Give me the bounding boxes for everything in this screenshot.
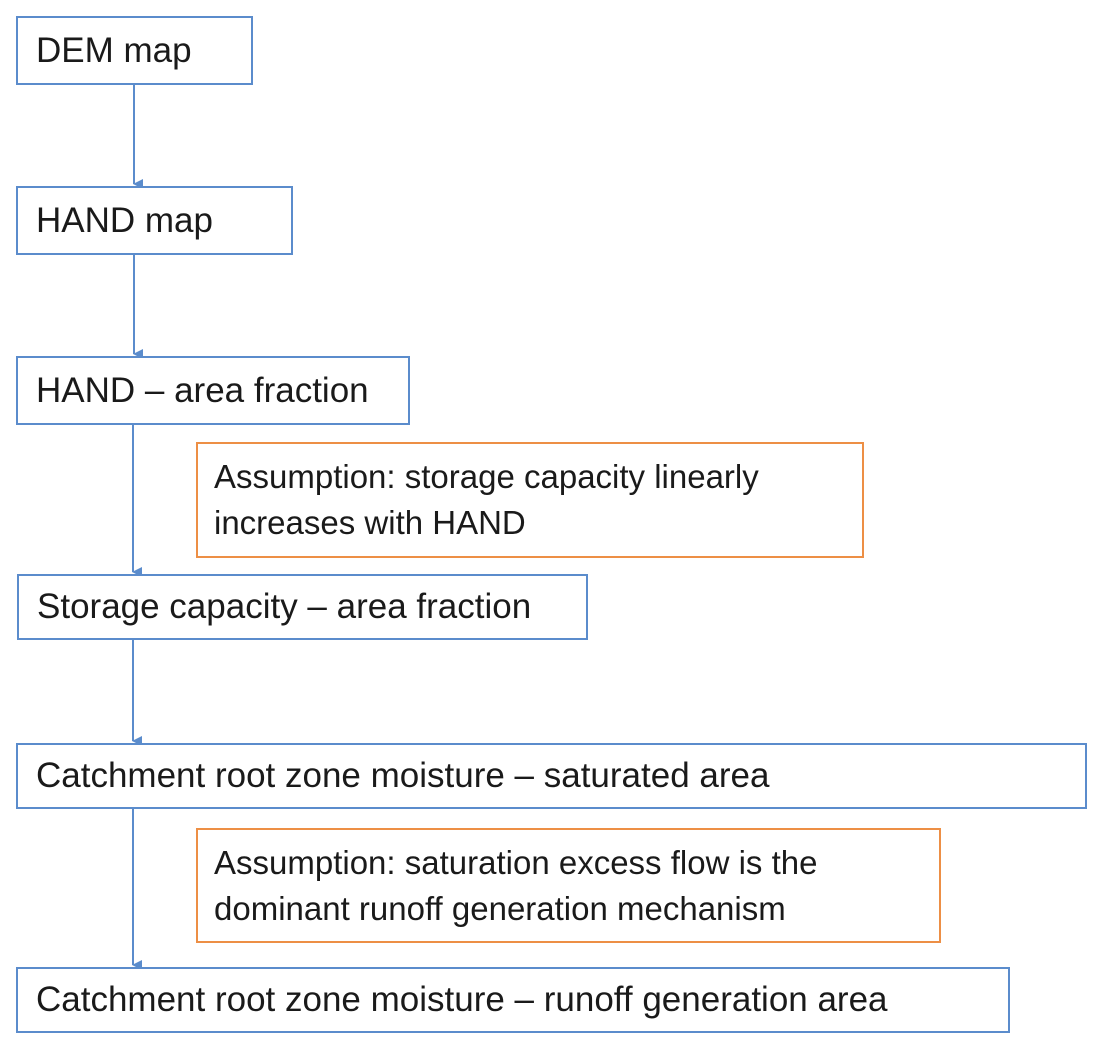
assumption-line: Assumption: saturation excess flow is th… (214, 843, 818, 881)
step-storage-capacity-area-fraction: Storage capacity – area fraction (17, 574, 588, 640)
step-label: Storage capacity – area fraction (37, 587, 532, 626)
assumption-line: increases with HAND (214, 504, 526, 541)
assumption-line: Assumption: storage capacity linearly (214, 458, 759, 496)
step-saturated-area: Catchment root zone moisture – saturated… (16, 743, 1087, 809)
step-label: Catchment root zone moisture – saturated… (36, 756, 770, 795)
assumption-saturation-excess: Assumption: saturation excess flow is th… (196, 828, 941, 943)
step-hand-map: HAND map (16, 186, 293, 255)
assumption-storage-capacity: Assumption: storage capacity linearly in… (196, 442, 864, 558)
step-dem-map: DEM map (16, 16, 253, 85)
step-label: DEM map (36, 30, 192, 70)
step-label: HAND map (36, 200, 213, 240)
step-label: HAND – area fraction (36, 370, 369, 410)
step-hand-area-fraction: HAND – area fraction (16, 356, 410, 425)
step-runoff-generation-area: Catchment root zone moisture – runoff ge… (16, 967, 1010, 1033)
step-label: Catchment root zone moisture – runoff ge… (36, 980, 888, 1019)
assumption-line: dominant runoff generation mechanism (214, 889, 786, 927)
